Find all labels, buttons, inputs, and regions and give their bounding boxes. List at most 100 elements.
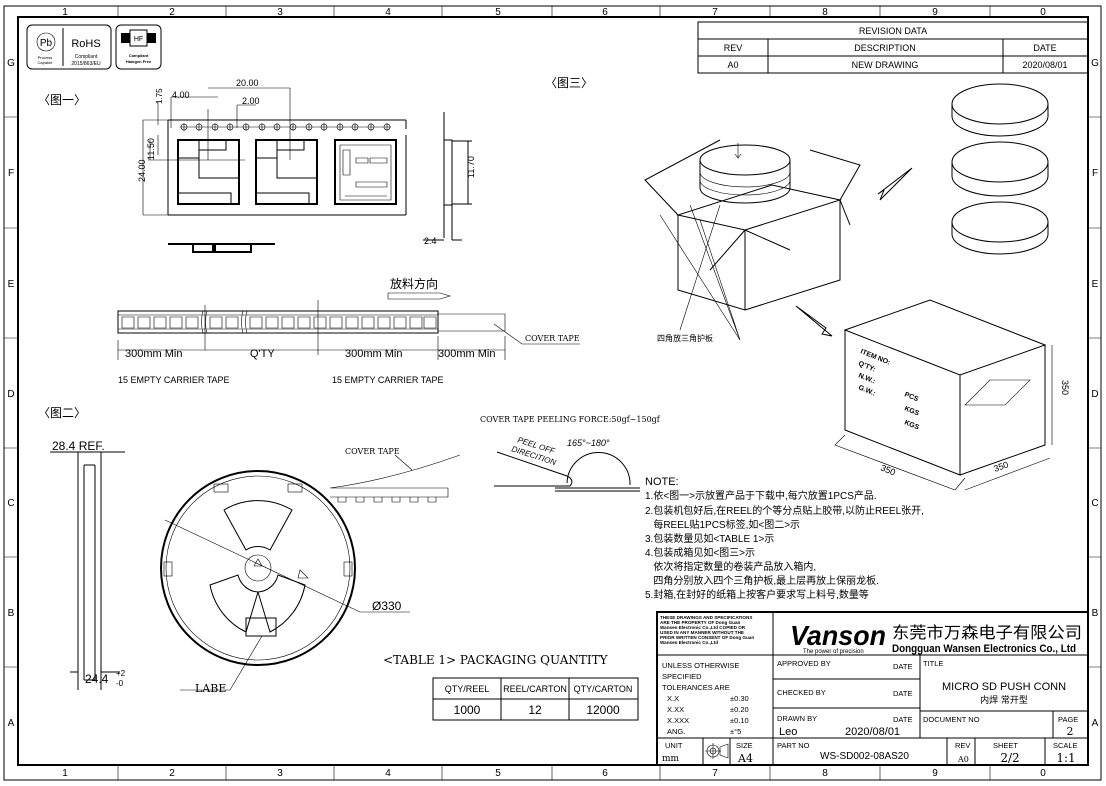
empty-tape-label: 15 EMPTY CARRIER TAPE bbox=[118, 375, 230, 385]
drawn-by-label: DRAWN BY bbox=[777, 714, 817, 723]
figure-2-label: 〈图二〉 bbox=[38, 406, 86, 420]
cover-tape-label: COVER TAPE bbox=[525, 334, 580, 343]
tolerance-value: ±°5 bbox=[730, 727, 741, 736]
sheet-label: SHEET bbox=[993, 741, 1018, 750]
dim-thickness: 2.4 bbox=[424, 236, 437, 246]
hf-badge-icon: HF bbox=[134, 36, 143, 43]
hf-caption: Halogen Free bbox=[126, 59, 152, 64]
zone-row: B bbox=[8, 608, 15, 619]
tolerance-value: ±0.20 bbox=[730, 705, 749, 714]
company-name-cn: 东莞市万森电子有限公司 bbox=[892, 623, 1082, 642]
peel-angle: 165°~180° bbox=[567, 438, 610, 448]
zone-row: F bbox=[1092, 168, 1098, 179]
pocket bbox=[177, 139, 240, 205]
notes: NOTE: 1.依<图一>示放置产品于下载中,每穴放置1PCS产品. 2.包装机… bbox=[645, 476, 924, 601]
note-line: 5.封箱,在封好的纸箱上按客户要求写上料号,数量等 bbox=[645, 588, 869, 601]
rohs-directive: 2015/863/EU bbox=[71, 61, 101, 67]
zone-col: 5 bbox=[495, 768, 501, 779]
inner-border bbox=[17, 16, 1089, 766]
zone-col: 3 bbox=[277, 7, 283, 18]
box-label-unit: KGS bbox=[903, 419, 920, 431]
insert-arrow-icon bbox=[877, 167, 913, 201]
box-label-unit: PCS bbox=[903, 391, 919, 403]
feed-direction-arrow-icon bbox=[387, 292, 452, 300]
title-block: THESE DRAWINGS AND SPECIFICATIONS ARE TH… bbox=[656, 611, 1089, 766]
carrier-tape-side-view: 11.70 2.4 bbox=[423, 112, 476, 246]
checked-by-label: CHECKED BY bbox=[777, 688, 826, 697]
tape-strip: 放料方向 COVER TAPE 300mm Min Q'TY 300mm Min… bbox=[117, 276, 580, 385]
drawing-subtitle: 内焊 常开型 bbox=[980, 694, 1028, 706]
zone-row: C bbox=[7, 498, 14, 509]
drawer-name: Leo bbox=[779, 726, 797, 738]
revision-title: REVISION DATA bbox=[859, 26, 927, 36]
rohs-text: RoHS bbox=[71, 38, 100, 50]
reel-ref-width: 28.4 REF. bbox=[52, 439, 105, 453]
table-header: QTY/CARTON bbox=[574, 684, 633, 694]
title-label: TITLE bbox=[923, 659, 943, 668]
zone-row: A bbox=[8, 718, 15, 729]
table-cell: 1000 bbox=[454, 703, 481, 717]
dim-edge: 1.75 bbox=[155, 88, 164, 104]
table-cell: 12 bbox=[528, 703, 542, 717]
table-header: REEL/CARTON bbox=[503, 684, 567, 694]
table-title: <TABLE 1> PACKAGING QUANTITY bbox=[383, 653, 609, 667]
projection-symbol-icon bbox=[705, 743, 729, 759]
zone-col: 6 bbox=[602, 7, 608, 18]
zone-rows-right: G F E D C B A bbox=[1091, 58, 1099, 729]
date-label: DATE bbox=[893, 689, 912, 698]
tolerance-value: ±0.10 bbox=[730, 716, 749, 725]
zone-row: D bbox=[1091, 389, 1098, 400]
date-label: DATE bbox=[893, 662, 912, 671]
pb-caption: Process bbox=[38, 55, 52, 60]
size-value: A4 bbox=[737, 752, 753, 765]
box-height-dim: 350 bbox=[1060, 380, 1070, 395]
zone-col: 5 bbox=[495, 7, 501, 18]
feed-direction-label: 放料方向 bbox=[390, 276, 438, 291]
note-line: 4.包装成箱见如<图三>示 bbox=[645, 546, 755, 559]
peel-off-diagram: COVER TAPE PEELING FORCE:50gf~150gf PEEL… bbox=[480, 415, 661, 492]
rohs-compliant: Compliant bbox=[75, 54, 98, 60]
date-label: DATE bbox=[893, 715, 912, 724]
zone-col: 1 bbox=[62, 7, 68, 18]
stacked-reels bbox=[795, 83, 1049, 337]
empty-tape-label: 15 EMPTY CARRIER TAPE bbox=[332, 375, 444, 385]
reel-diameter: Ø330 bbox=[372, 599, 402, 613]
part-no-value: WS-SD002-08AS20 bbox=[820, 751, 909, 762]
revision-header: DESCRIPTION bbox=[854, 43, 916, 53]
revision-table: REVISION DATA REV DESCRIPTION DATE A0 NE… bbox=[697, 21, 1089, 74]
reel-hub-width: 24.4 bbox=[85, 672, 109, 686]
revision-cell: A0 bbox=[727, 60, 738, 70]
dim-hole-offset: 2.00 bbox=[242, 96, 260, 106]
reel-tol-plus: +2 bbox=[116, 669, 126, 678]
property-notice: Wansen Electronic Co.,Ltd COPIED OR bbox=[660, 625, 746, 630]
seal-arrow-icon bbox=[795, 305, 833, 337]
tolerance-label: X.X bbox=[667, 694, 679, 703]
note-line: 四角分别放入四个三角护板,最上层再放上保丽龙板. bbox=[645, 574, 879, 587]
zone-row: A bbox=[1092, 718, 1099, 729]
tolerance-header: TOLERANCES ARE bbox=[662, 683, 730, 692]
zone-col: 8 bbox=[822, 768, 828, 779]
note-line: 每REEL贴1PCS标签,如<图二>示 bbox=[645, 518, 800, 531]
packing-box-open: 四角放三角护板 bbox=[644, 139, 861, 343]
tolerance-header: SPECIFIED bbox=[662, 672, 702, 681]
zone-row: E bbox=[1092, 279, 1099, 290]
zone-col: 4 bbox=[385, 768, 391, 779]
carrier-tape-top-view: 20.00 4.00 2.00 1.75 11.50 24.00 bbox=[137, 78, 407, 216]
down-arrow-icon bbox=[734, 143, 742, 159]
zone-col: 6 bbox=[602, 768, 608, 779]
scale-label: SCALE bbox=[1053, 741, 1078, 750]
segment-label: 300mm Min bbox=[438, 348, 495, 360]
property-notice: Wansen Electronic Co.,Ltd bbox=[660, 640, 718, 645]
drawn-date: 2020/08/01 bbox=[845, 726, 900, 738]
scale-value: 1:1 bbox=[1056, 751, 1075, 765]
zone-col: 7 bbox=[712, 768, 718, 779]
packing-box-closed: ITEM NO: Q'TY: N.W.: G.W.: PCS KGS KGS 3… bbox=[834, 299, 1070, 491]
carrier-tape-bottom-view bbox=[168, 243, 275, 253]
reel-tol-minus: -0 bbox=[116, 679, 124, 688]
company-name-en: Dongguan Wansen Electronics Co., Ltd bbox=[892, 643, 1076, 655]
segment-label: 300mm Min bbox=[125, 348, 182, 360]
figure-1-label: 〈图一〉 bbox=[38, 93, 86, 107]
hf-caption: Compliant bbox=[129, 53, 149, 58]
property-notice: PRIOR WRITTEN CONSENT OF Dong Guan bbox=[660, 635, 754, 640]
reel-label-callout: LABE bbox=[195, 682, 226, 695]
